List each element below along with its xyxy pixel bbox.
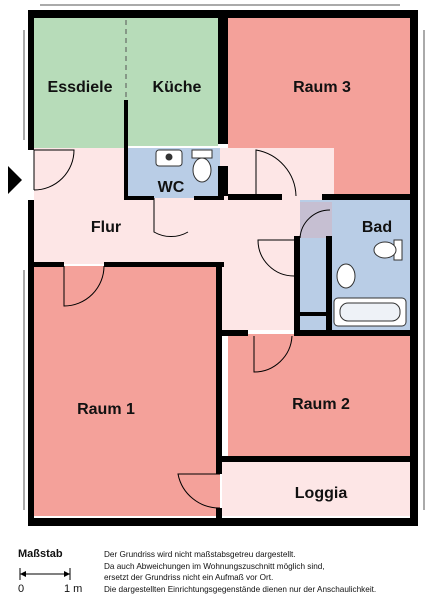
floor-plan: Essdiele Küche Raum 3 WC Flur Bad Raum 1… (8, 4, 425, 526)
room-label-raum2: Raum 2 (292, 396, 350, 413)
room-label-raum3: Raum 3 (293, 79, 351, 96)
note-line-1: Der Grundriss wird nicht maßstabsgetreu … (104, 550, 296, 559)
walls (28, 10, 418, 526)
room-label-kueche: Küche (153, 79, 202, 96)
raum1-door-swing (63, 265, 105, 307)
bad-door-swing (299, 209, 331, 239)
scale-zero: 0 (18, 583, 25, 595)
toilet-tank-icon (191, 149, 213, 159)
scale-bar-icon (19, 568, 71, 580)
room-label-loggia: Loggia (295, 485, 348, 502)
room-label-bad: Bad (362, 219, 392, 236)
raum3-door-swing (255, 149, 297, 198)
note-line-2: Da auch Abweichungen im Wohnungszuschnit… (104, 561, 325, 571)
loggia-door-swing (177, 473, 221, 509)
raum2-door-swing (253, 335, 293, 373)
room-kueche-fill (126, 18, 218, 146)
room-raum2-fill (228, 334, 410, 456)
room-essdiele-fill (34, 18, 126, 148)
room-label-essdiele: Essdiele (48, 79, 113, 96)
scale-title: Maßstab (18, 548, 63, 560)
scale-legend: Maßstab 0 1 m (18, 548, 108, 598)
bad-sink-icon (336, 263, 356, 289)
window-marks (23, 4, 425, 510)
room-raum1-fill (34, 266, 220, 516)
toilet-icon (192, 157, 212, 183)
entry-door-swing (33, 149, 75, 191)
note-line-3: ersetzt der Grundriss nicht ein Aufmaß v… (104, 573, 274, 582)
bad-door-fill (300, 202, 332, 238)
scale-one: 1 m (64, 583, 83, 595)
entrance-arrow-icon (8, 166, 22, 194)
door-swings (33, 149, 331, 509)
bad-fixtures (333, 239, 407, 327)
room-label-flur: Flur (91, 219, 121, 236)
room-label-raum1: Raum 1 (77, 401, 135, 418)
storage-door-swing (257, 239, 295, 277)
room-label-wc: WC (158, 179, 185, 196)
wc-fixtures (155, 149, 213, 183)
room-loggia-fill (222, 460, 410, 516)
wc-door-swing (153, 198, 189, 238)
note-line-4: Die dargestellten Einrichtungsgegenständ… (104, 584, 377, 594)
disclaimer-notes: Der Grundriss wird nicht maßstabsgetreu … (104, 549, 434, 595)
bad-toilet-icon (373, 241, 397, 259)
